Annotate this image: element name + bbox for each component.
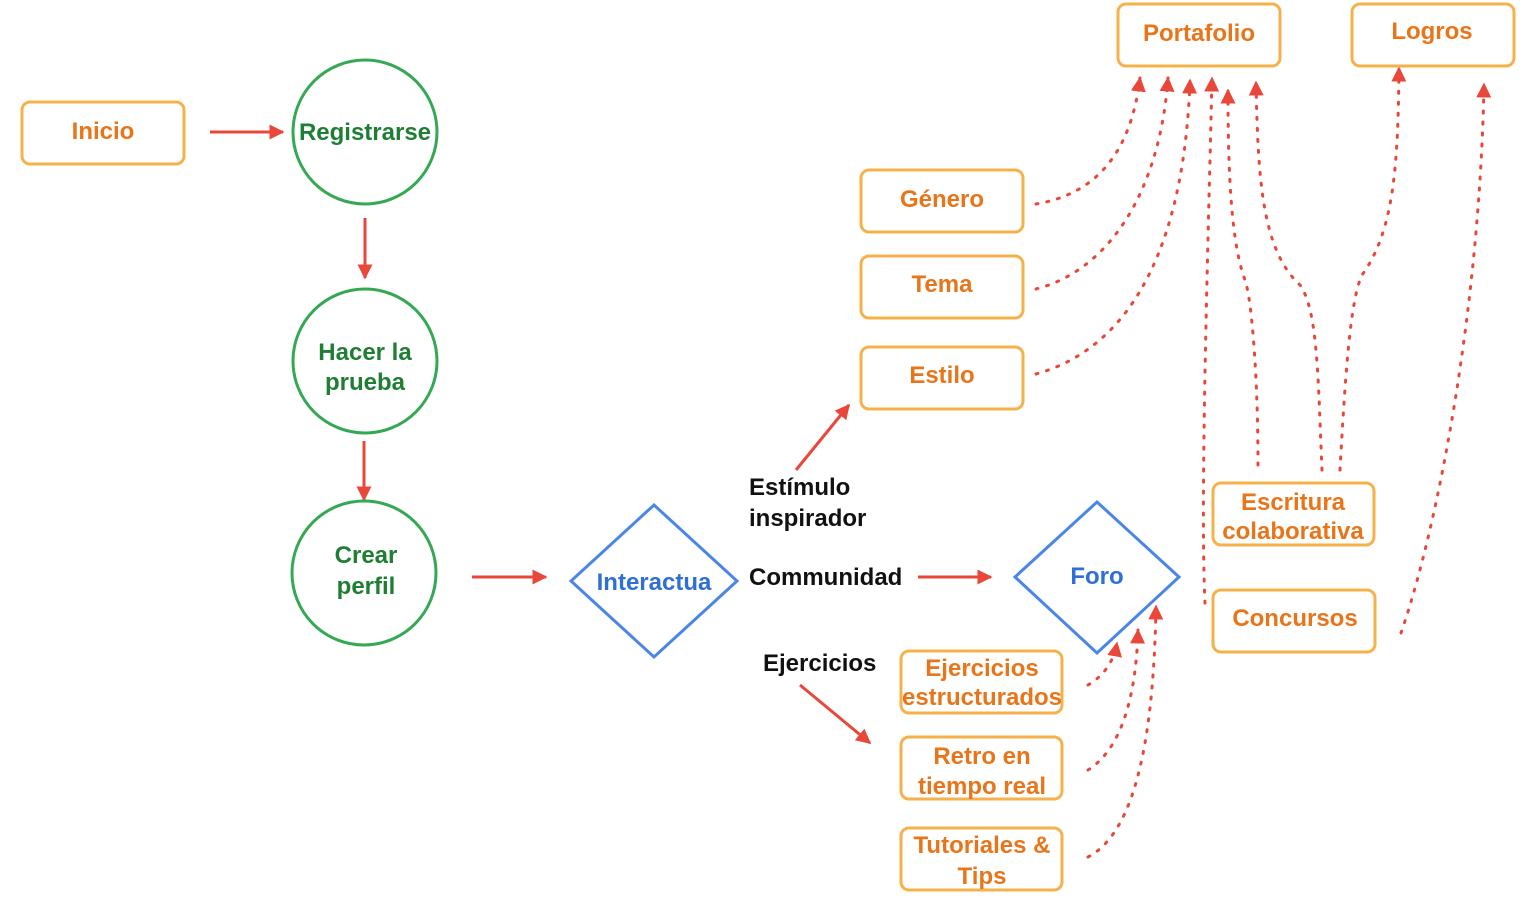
solid-arrows (210, 124, 993, 745)
node-genero-label: Género (900, 186, 984, 213)
arrow-ejercicios-sub (799, 683, 872, 745)
node-registrarse-label: Registrarse (299, 119, 431, 146)
node-logros-label: Logros (1391, 18, 1472, 45)
edge-label-ejercicios: Ejercicios (763, 650, 876, 677)
node-registrarse: Registrarse (291, 58, 439, 206)
node-escritura-colaborativa: Escritura colaborativa (1211, 481, 1376, 547)
node-retro-label-line2: tiempo real (918, 773, 1046, 800)
dotted-tutoriales-foro (1086, 604, 1164, 859)
node-inicio: Inicio (20, 100, 186, 166)
arrow-estimulo-estilo (794, 403, 851, 471)
node-interactua: Interactua (568, 502, 740, 660)
node-portafolio: Portafolio (1116, 2, 1282, 68)
node-concursos-label: Concursos (1232, 605, 1357, 632)
dotted-genero-portafolio (1034, 76, 1146, 206)
dotted-escritura-portafolio-a (1220, 88, 1260, 467)
node-concursos: Concursos (1211, 588, 1377, 654)
node-genero: Género (859, 168, 1025, 234)
node-tutoriales-label-line1: Tutoriales & (914, 832, 1051, 859)
node-portafolio-label: Portafolio (1143, 20, 1255, 47)
node-retro-tiempo-real: Retro en tiempo real (899, 735, 1064, 801)
node-estilo-label: Estilo (909, 362, 974, 389)
dotted-escritura-logros (1338, 66, 1407, 472)
node-escritura-label-line2: colaborativa (1222, 518, 1364, 545)
node-crear-perfil: Crear perfil (290, 499, 438, 647)
edge-label-estimulo-line1: Estímulo (749, 474, 850, 501)
node-retro-label-line1: Retro en (933, 743, 1030, 770)
node-hacer-prueba-label-line1: Hacer la (318, 339, 412, 366)
node-escritura-label-line1: Escritura (1241, 489, 1346, 516)
node-inicio-label: Inicio (72, 118, 135, 145)
dotted-estilo-portafolio (1034, 78, 1198, 376)
dotted-tema-portafolio (1034, 76, 1175, 291)
node-crear-perfil-label-line2: perfil (337, 573, 396, 600)
dotted-concursos-portafolio (1201, 76, 1220, 605)
edge-label-estimulo: Estímulo inspirador (749, 474, 866, 532)
dotted-retro-foro (1086, 628, 1146, 772)
node-hacer-prueba-label-line2: prueba (325, 369, 406, 396)
edge-label-comunidad: Communidad (749, 564, 902, 591)
node-ejercicios-label-line2: estructurados (902, 684, 1062, 711)
node-tema-label: Tema (912, 271, 974, 298)
node-foro: Foro (1012, 499, 1182, 656)
dotted-concursos-logros (1399, 82, 1492, 635)
node-logros: Logros (1350, 2, 1516, 68)
node-ejercicios-label-line1: Ejercicios (925, 655, 1038, 682)
node-tutoriales-tips: Tutoriales & Tips (899, 826, 1064, 892)
node-foro-label: Foro (1070, 563, 1123, 590)
node-ejercicios-estructurados: Ejercicios estructurados (899, 649, 1064, 715)
dotted-arrows (1034, 66, 1492, 859)
edge-label-estimulo-line2: inspirador (749, 505, 866, 532)
node-hacer-prueba: Hacer la prueba (291, 287, 439, 435)
dotted-escritura-portafolio-b (1248, 80, 1324, 472)
node-estilo: Estilo (859, 345, 1025, 411)
node-crear-perfil-label-line1: Crear (335, 542, 398, 569)
node-tema: Tema (859, 254, 1025, 320)
node-tutoriales-label-line2: Tips (958, 863, 1007, 890)
node-interactua-label: Interactua (597, 569, 712, 596)
